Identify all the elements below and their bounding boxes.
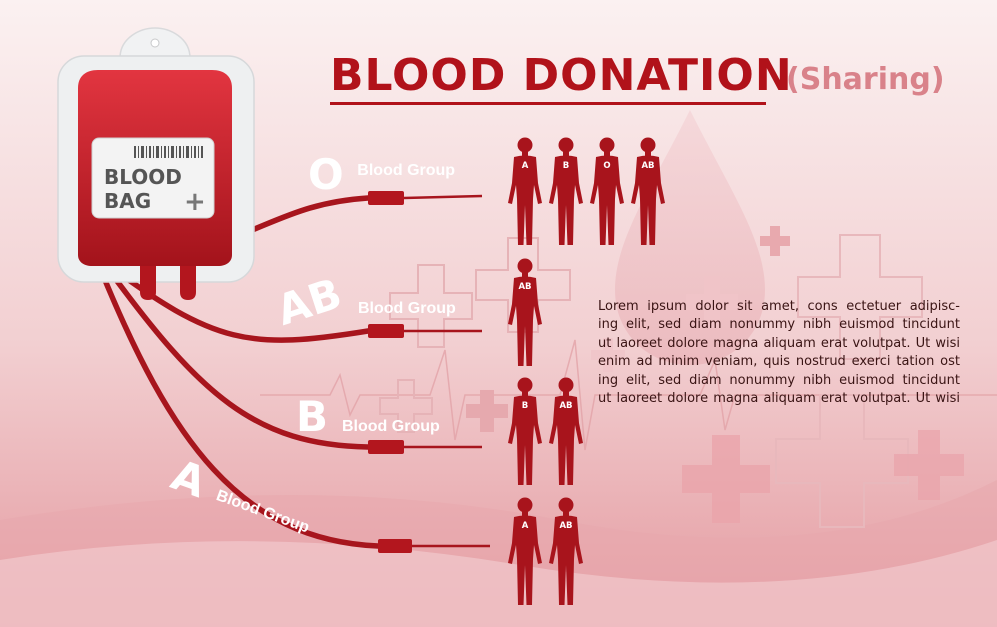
- group-word: Blood Group: [357, 162, 456, 179]
- group-label-b: B: [296, 392, 328, 441]
- title-underline: [330, 102, 766, 105]
- blood-bag-label-line1: BLOOD: [104, 165, 182, 189]
- heartbeat-line: [260, 339, 997, 451]
- paragraph-line: Lorem ipsum dolor sit amet, cons ectetue…: [598, 299, 960, 314]
- group-word: Blood Group: [358, 300, 456, 317]
- blood-bag-label-line2: BAG: [104, 189, 151, 213]
- recipient-label: B: [522, 401, 528, 411]
- recipient-label: A: [522, 521, 529, 531]
- group-label-o: O Blood Group: [308, 150, 455, 199]
- blood-bag: BLOOD BAG +: [57, 27, 255, 300]
- plus-icon: +: [184, 187, 206, 217]
- tube-connectors: [368, 191, 490, 553]
- recipient-labels: A B O AB AB B AB A AB: [518, 161, 654, 531]
- group-word-b: Blood Group: [342, 416, 440, 436]
- group-letter: O: [308, 150, 344, 199]
- decorative-cross-icons: [379, 226, 964, 528]
- page-title: BLOOD DONATION: [330, 50, 793, 101]
- background-wave-light: [0, 540, 997, 627]
- paragraph-line: enim ad minim veniam, quis nostrud exerc…: [598, 354, 960, 370]
- paragraph-line: ing elit, sed diam nonummy nibh euismod …: [598, 372, 960, 388]
- page-subtitle: (Sharing): [786, 62, 945, 97]
- paragraph-line: ut laoreet dolore magna aliquam erat vol…: [598, 335, 960, 351]
- recipient-label: B: [563, 161, 569, 171]
- recipient-label: O: [603, 161, 610, 171]
- recipient-label: AB: [518, 282, 531, 292]
- description-paragraph: Lorem ipsum dolor sit amet, cons ectetue…: [598, 298, 960, 408]
- recipient-label: AB: [559, 401, 572, 411]
- group-word-ab: Blood Group: [358, 298, 456, 318]
- group-word: Blood Group: [342, 418, 440, 435]
- paragraph-line: ing elit, sed diam nonummy nibh euismod …: [598, 317, 960, 333]
- barcode-icon: [134, 146, 203, 158]
- group-letter: B: [296, 392, 329, 441]
- recipient-label: A: [522, 161, 529, 171]
- recipient-label: AB: [641, 161, 654, 171]
- paragraph-line: ut laoreet dolore magna aliquam erat vol…: [598, 391, 960, 407]
- recipient-label: AB: [559, 521, 572, 531]
